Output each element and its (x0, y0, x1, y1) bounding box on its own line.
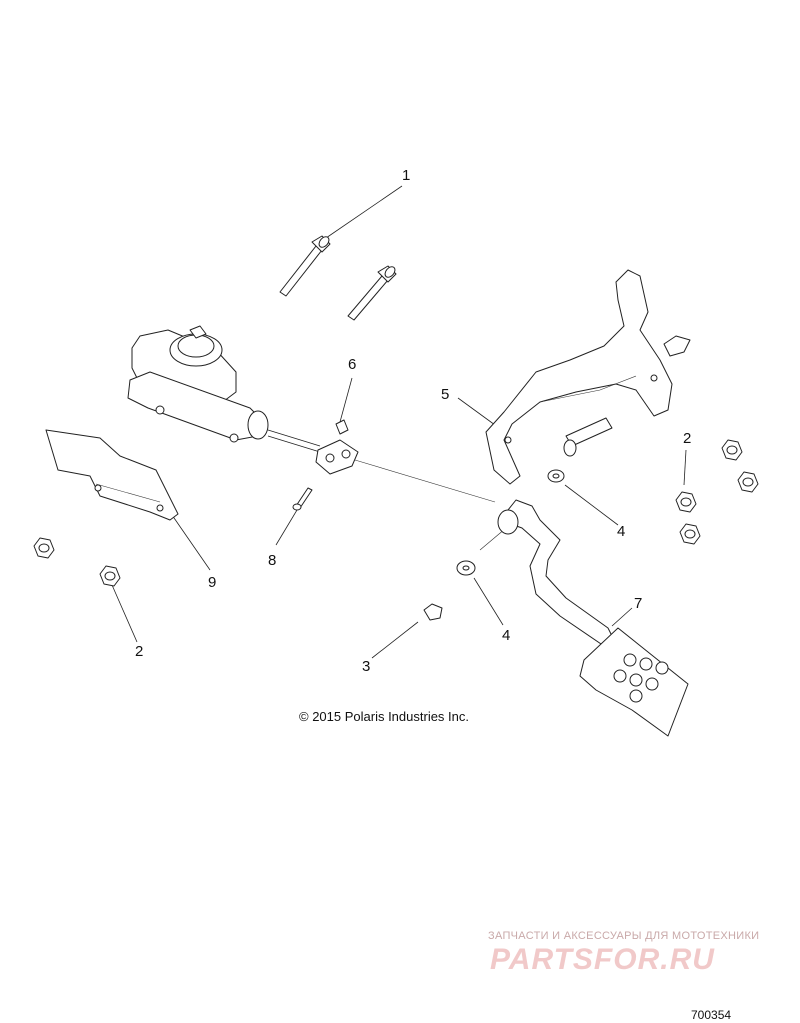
clevis (315, 419, 359, 475)
callout-1: 1 (402, 167, 411, 184)
pivot-washer-lower (456, 560, 476, 576)
diagram-part-number: 700354 (691, 1008, 732, 1022)
callout-4-lower: 4 (502, 627, 511, 644)
brake-pedal (497, 499, 689, 737)
heat-shield (45, 429, 179, 521)
callout-2-left: 2 (135, 643, 144, 660)
flange-nut-right-2 (737, 471, 759, 493)
callout-4-upper: 4 (617, 523, 626, 540)
callout-8: 8 (268, 552, 277, 569)
retaining-clip (423, 603, 443, 621)
bolt-1b (347, 265, 397, 321)
bolt-1a (279, 235, 331, 297)
callout-6: 6 (348, 356, 357, 373)
copyright-notice: © 2015 Polaris Industries Inc. (299, 709, 469, 724)
flange-nut-right-4 (679, 523, 701, 545)
callout-7: 7 (634, 595, 643, 612)
flange-nut-left-2 (99, 565, 121, 587)
pedal-bracket (485, 269, 691, 485)
callout-2-right: 2 (683, 430, 692, 447)
watermark-logo: PARTSFOR.RU (490, 943, 715, 976)
flange-nut-left-1 (33, 537, 55, 559)
clevis-pin (292, 487, 313, 511)
master-cylinder (127, 325, 321, 453)
watermark-subtitle: ЗАПЧАСТИ И АКСЕССУАРЫ ДЛЯ МОТОТЕХНИКИ (488, 930, 760, 942)
callout-5: 5 (441, 386, 450, 403)
flange-nut-right-3 (675, 491, 697, 513)
callout-9: 9 (208, 574, 217, 591)
flange-nut-right-1 (721, 439, 743, 461)
callout-3: 3 (362, 658, 371, 675)
pivot-washer-upper (547, 469, 565, 483)
